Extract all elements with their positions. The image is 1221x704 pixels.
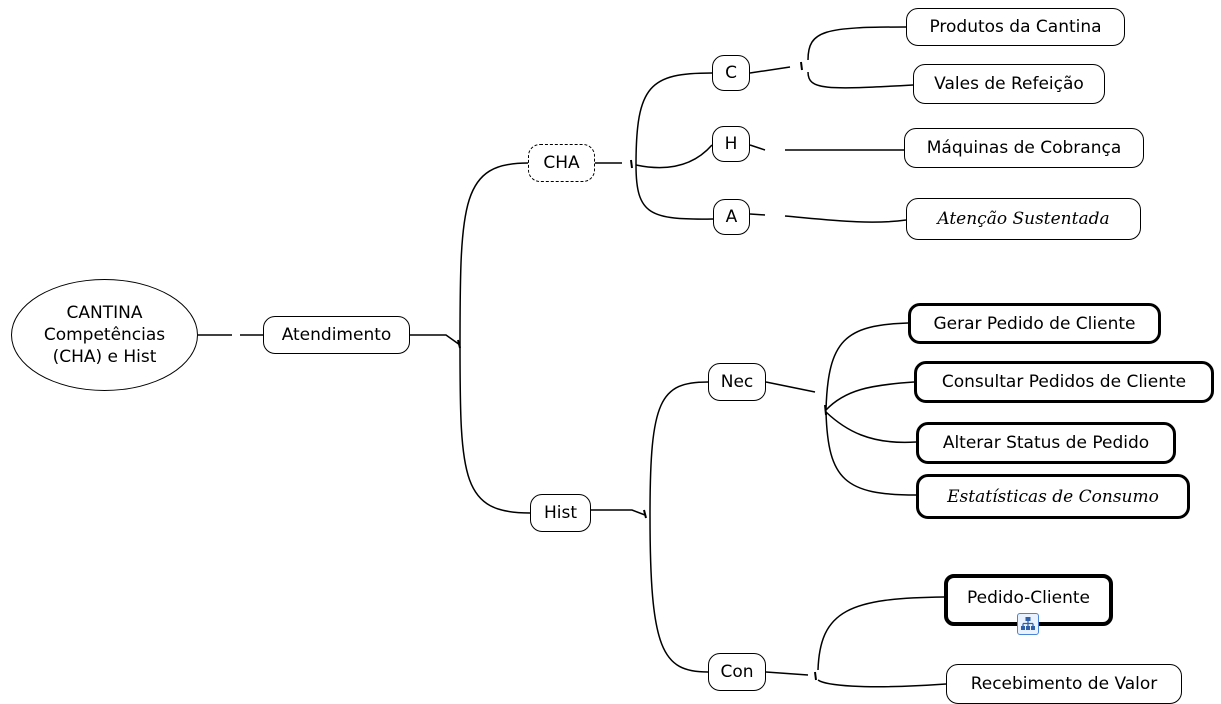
node-a[interactable]: A [713, 199, 750, 235]
node-estatisticas-label: Estatísticas de Consumo [947, 486, 1159, 507]
node-alterar-status[interactable]: Alterar Status de Pedido [916, 422, 1176, 464]
root-line-1: CANTINA [66, 303, 143, 323]
root-node-text: CANTINA Competências (CHA) e Hist [44, 302, 165, 368]
node-hist-label: Hist [543, 503, 578, 523]
node-estatisticas-consumo[interactable]: Estatísticas de Consumo [916, 474, 1190, 519]
root-line-3: (CHA) e Hist [52, 347, 157, 367]
connector-h-maquinas [749, 144, 904, 151]
connector-con-split [765, 671, 809, 676]
node-atencao-sustentada[interactable]: Atenção Sustentada [906, 198, 1141, 240]
node-gerar-label: Gerar Pedido de Cliente [933, 313, 1136, 334]
knot-marker [630, 159, 633, 169]
node-hist[interactable]: Hist [530, 494, 591, 532]
node-maquinas-de-cobranca[interactable]: Máquinas de Cobrança [904, 128, 1144, 168]
node-pedido-cliente-label: Pedido-Cliente [967, 588, 1090, 608]
connector-hist-split [591, 509, 646, 516]
node-con-label: Con [720, 662, 754, 682]
hierarchy-icon-glyph [1021, 617, 1035, 630]
node-a-label: A [725, 207, 738, 227]
hierarchy-icon[interactable] [1017, 613, 1039, 635]
node-nec-label: Nec [720, 372, 754, 392]
node-c[interactable]: C [712, 55, 750, 91]
node-maquinas-label: Máquinas de Cobrança [926, 138, 1122, 158]
node-cha[interactable]: CHA [528, 144, 595, 182]
knot-marker [457, 339, 461, 349]
connector-to-recebimento [817, 679, 947, 688]
connector-to-cha [459, 162, 529, 346]
node-con[interactable]: Con [708, 653, 766, 691]
node-h[interactable]: H [712, 126, 750, 162]
connector-nec-split [765, 381, 816, 393]
node-cha-label: CHA [543, 153, 580, 173]
connector-to-h [635, 144, 713, 169]
connector-to-nec [649, 381, 709, 516]
connector-to-alterar [825, 411, 917, 444]
node-c-label: C [725, 63, 737, 83]
connector-to-a [635, 164, 714, 220]
knot-marker [800, 61, 803, 71]
knot-marker [643, 509, 647, 519]
connector-to-con [649, 514, 709, 673]
connector-to-produtos [807, 26, 907, 61]
node-produtos-da-cantina[interactable]: Produtos da Cantina [906, 8, 1125, 46]
connector-to-consultar [825, 381, 915, 411]
root-node[interactable]: CANTINA Competências (CHA) e Hist [11, 279, 198, 391]
node-consultar-pedidos[interactable]: Consultar Pedidos de Cliente [914, 361, 1214, 403]
node-consultar-label: Consultar Pedidos de Cliente [941, 372, 1187, 392]
node-atencao-label: Atenção Sustentada [937, 209, 1110, 229]
node-alterar-label: Alterar Status de Pedido [942, 433, 1150, 453]
connector-atendimento-split [410, 334, 461, 346]
knot-marker [814, 671, 817, 681]
node-nec[interactable]: Nec [708, 363, 766, 401]
node-gerar-pedido[interactable]: Gerar Pedido de Cliente [908, 303, 1161, 344]
node-h-label: H [724, 134, 738, 154]
connector-to-pedido-cliente [817, 596, 945, 671]
connector-to-c [635, 72, 713, 166]
node-vales-de-refeicao[interactable]: Vales de Refeição [913, 64, 1105, 104]
node-vales-label: Vales de Refeição [934, 74, 1084, 94]
node-produtos-label: Produtos da Cantina [929, 17, 1102, 37]
connector-to-vales [807, 71, 914, 89]
node-recebimento-de-valor[interactable]: Recebimento de Valor [946, 664, 1182, 704]
connector-to-estatisticas [825, 411, 917, 496]
connector-a-atencao [749, 213, 907, 223]
connector-to-hist [459, 344, 531, 514]
knot-marker [824, 404, 827, 416]
node-atendimento-label: Atendimento [281, 325, 392, 345]
node-recebimento-label: Recebimento de Valor [970, 674, 1158, 694]
connector-c-split [749, 66, 791, 74]
connector-to-gerar [825, 322, 909, 411]
root-line-2: Competências [43, 325, 166, 345]
node-atendimento[interactable]: Atendimento [263, 316, 410, 354]
